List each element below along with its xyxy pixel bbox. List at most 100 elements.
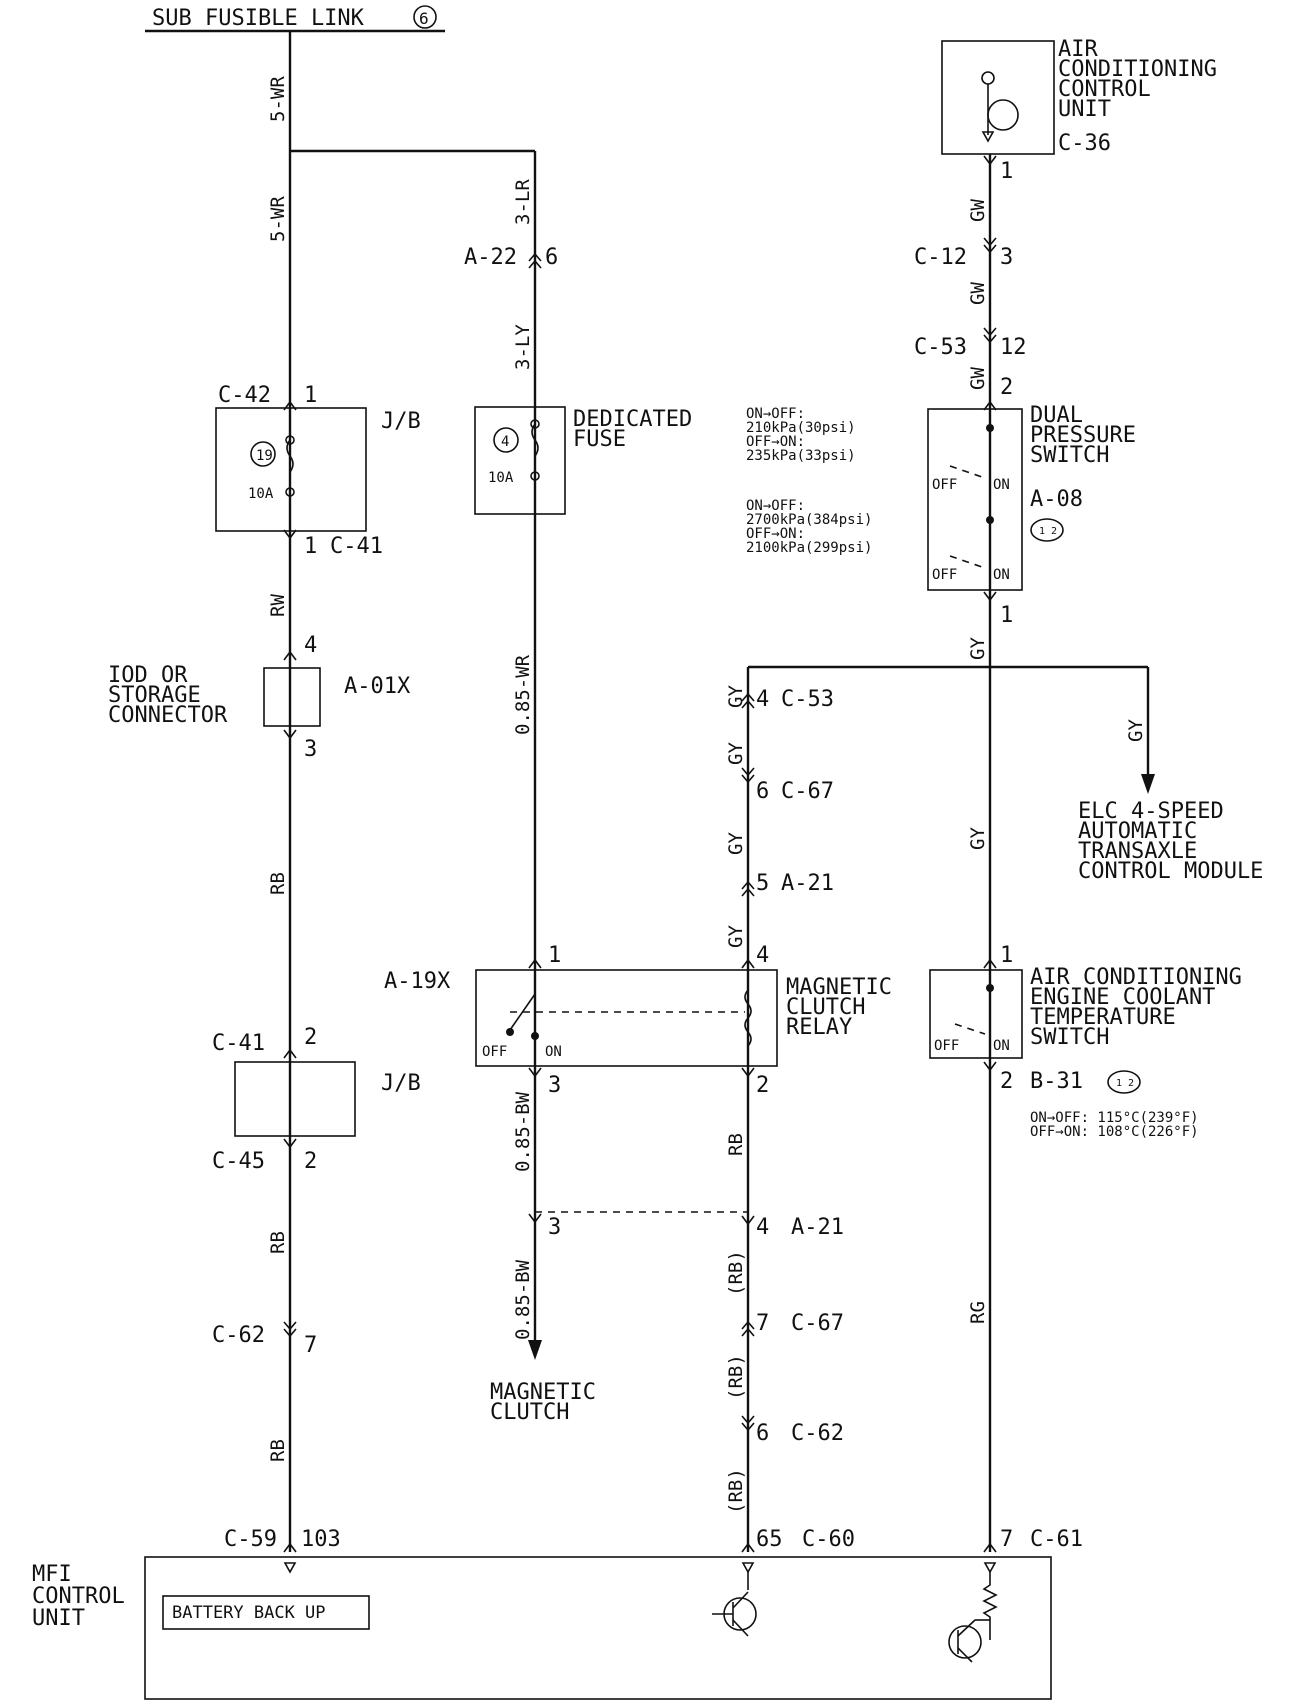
wire-label-rb-a: RB [267, 872, 289, 895]
wire-label-rg: RG [967, 1301, 989, 1324]
battery-backup-label: BATTERY BACK UP [172, 1603, 326, 1623]
pin-a21b: 4 [756, 1215, 769, 1240]
ect-off: OFF [934, 1038, 959, 1054]
connector-b31: B-31 [1030, 1069, 1083, 1094]
relay-label-1: MAGNETIC [786, 975, 892, 1000]
connector-c42: C-42 [218, 383, 271, 408]
relay-label-3: RELAY [786, 1015, 852, 1040]
pin-relay-coil-bottom: 2 [756, 1073, 769, 1098]
svg-text:1 2: 1 2 [1116, 1078, 1134, 1089]
dps-off-1: OFF [932, 477, 957, 493]
iod-connector [263, 667, 321, 727]
pin-c61: 7 [1000, 1527, 1013, 1552]
pin-c41b: 2 [304, 1025, 317, 1050]
pin-c67b: 7 [756, 1311, 769, 1336]
pin-c60: 65 [756, 1527, 783, 1552]
iod-label-1: IOD OR [108, 663, 188, 688]
ect-label-4: SWITCH [1030, 1025, 1109, 1050]
wire-label-rb-c: RB [267, 1439, 289, 1462]
fuse-4-number: 4 [501, 434, 509, 450]
connector-c41a: C-41 [330, 534, 383, 559]
pin-c59: 103 [301, 1527, 341, 1552]
wire-label-gy-f: GY [1125, 719, 1147, 742]
dps-off-2: OFF [932, 567, 957, 583]
wire-label-rb-m: RB [725, 1133, 747, 1156]
relay-off: OFF [482, 1044, 507, 1060]
pin-c42: 1 [304, 383, 317, 408]
ect-spec-1: ON→OFF: 115°C(239°F) [1030, 1110, 1199, 1126]
pin-dps-bottom: 1 [1000, 603, 1013, 628]
junction-block [215, 407, 367, 532]
pin-relay-top: 1 [548, 943, 561, 968]
sub-fusible-link-label: SUB FUSIBLE LINK [152, 6, 365, 31]
pin-split: 3 [548, 1215, 561, 1240]
mfi-resistor-symbol [982, 1572, 998, 1640]
accu-label-1: AIR [1058, 37, 1098, 62]
mfi-label-2: CONTROL [32, 1584, 125, 1609]
wire-label-rb-p3: (RB) [725, 1468, 747, 1514]
dps-spec1-3: OFF→ON: [746, 434, 805, 450]
a08-connector-symbol [1030, 518, 1064, 542]
iod-label-3: CONNECTOR [108, 703, 228, 728]
magnetic-clutch-arrow [528, 1340, 542, 1360]
magnetic-clutch-relay-box [475, 969, 778, 1067]
dps-spec2-4: 2100kPa(299psi) [746, 540, 872, 556]
pin-c41a: 1 [304, 534, 317, 559]
connector-c53a: C-53 [914, 335, 967, 360]
connector-c67b: C-67 [791, 1311, 844, 1336]
connector-c41b: C-41 [212, 1031, 265, 1056]
connector-a21b: A-21 [791, 1215, 844, 1240]
pin-a21a: 5 [756, 871, 769, 896]
dps-label-1: DUAL [1030, 403, 1083, 428]
connector-a19x: A-19X [384, 969, 451, 994]
wire-label-gy-e: GY [725, 925, 747, 948]
junction-block-lower-label: J/B [381, 1071, 421, 1096]
pin-relay-coil-top: 4 [756, 943, 769, 968]
iod-label-2: STORAGE [108, 683, 201, 708]
ect-spec-2: OFF→ON: 108°C(226°F) [1030, 1124, 1199, 1140]
ect-on: ON [993, 1038, 1010, 1054]
relay-contact [509, 993, 536, 1031]
connector-a21a: A-21 [781, 871, 834, 896]
elc-label-4: CONTROL MODULE [1078, 859, 1263, 884]
battery-backup-box [162, 1595, 370, 1630]
fusible-link-number: 6 [419, 9, 429, 28]
fuse-19-amp: 10A [248, 486, 274, 502]
pin-c36: 1 [1000, 159, 1013, 184]
fuse-19-symbol [286, 439, 294, 473]
dps-label-2: PRESSURE [1030, 423, 1136, 448]
wire-label-085wr: 0.85-WR [512, 654, 534, 735]
connector-c62b: C-62 [791, 1421, 844, 1446]
dps-on-2: ON [993, 567, 1010, 583]
ect-label-3: TEMPERATURE [1030, 1005, 1176, 1030]
junction-block-lower [234, 1061, 356, 1137]
elc-label-3: TRANSAXLE [1078, 839, 1197, 864]
wire-label-gw-b: GW [967, 282, 989, 305]
accu-label-2: CONDITIONING [1058, 57, 1217, 82]
connector-c53b: C-53 [781, 687, 834, 712]
mfi-transistor-2-symbol [948, 1625, 982, 1659]
pin-a01x-top: 4 [304, 633, 317, 658]
fuse-19-number: 19 [256, 448, 273, 464]
pin-c45: 2 [304, 1149, 317, 1174]
wire-label-rb-b: RB [267, 1231, 289, 1254]
wire-label-5wr-b: 5-WR [267, 196, 289, 242]
dps-on-1: ON [993, 477, 1010, 493]
pin-c62a: 7 [304, 1333, 317, 1358]
wire-label-gy-b: GY [725, 685, 747, 708]
wire-label-gy-g: GY [967, 827, 989, 850]
elc-label-2: AUTOMATIC [1078, 819, 1197, 844]
mfi-control-unit-box [144, 1556, 1052, 1700]
accu-label-3: CONTROL [1058, 77, 1151, 102]
dps-spec1-1: ON→OFF: [746, 406, 805, 422]
pin-c53b: 4 [756, 687, 769, 712]
dedicated-fuse-label-1: DEDICATED [573, 407, 692, 432]
dps-spec2-1: ON→OFF: [746, 498, 805, 514]
wire-label-3ly: 3-LY [512, 324, 534, 370]
wire-label-5wr-a: 5-WR [267, 76, 289, 122]
fuse-4-circle [493, 427, 519, 453]
connector-c36: C-36 [1058, 131, 1111, 156]
mfi-label-1: MFI [32, 1562, 72, 1587]
pin-c62b: 6 [756, 1421, 769, 1446]
